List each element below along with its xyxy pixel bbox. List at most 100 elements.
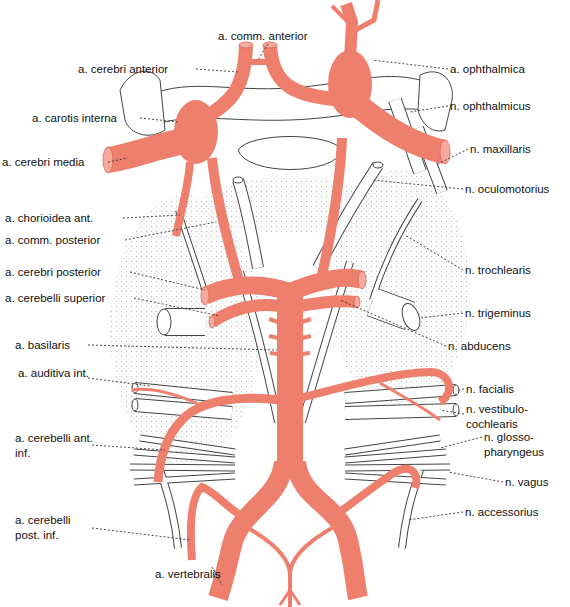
part-label: n. facialis	[466, 382, 566, 397]
part-label: a. vertebralis	[155, 567, 255, 582]
part-label: n. oculomotorius	[465, 182, 570, 197]
nerve-cut-end	[157, 309, 171, 335]
part-label: a. basilaris	[15, 338, 105, 353]
artery-cut-end	[354, 296, 360, 308]
part-label: a. auditiva int.	[18, 366, 90, 381]
nerve	[345, 452, 446, 460]
leader-line	[440, 410, 464, 414]
ophthalmic-branch	[332, 6, 350, 24]
leader-line	[196, 69, 238, 72]
stipple-area	[110, 195, 260, 465]
leader-line	[130, 272, 205, 290]
nerve	[372, 200, 420, 300]
nerve-outline	[345, 452, 446, 460]
part-label: n. trigeminus	[465, 306, 565, 321]
leader-line	[88, 345, 277, 350]
part-label: a. comm. posterior	[5, 233, 130, 248]
nerve-outline	[238, 180, 258, 268]
nerve	[345, 410, 456, 413]
part-label: a. chorioidea ant.	[5, 211, 130, 226]
temporal-cut	[120, 71, 165, 135]
leader-line	[123, 215, 180, 218]
spinal-artery	[280, 590, 300, 605]
nerve-cut-end	[233, 177, 243, 183]
nerve-outline	[134, 476, 235, 482]
part-label: n. vagus	[505, 475, 567, 490]
nerve	[345, 438, 440, 452]
nerve-outline	[140, 438, 235, 452]
leader-line	[410, 106, 448, 112]
nerve-cut-end	[453, 404, 459, 416]
basilar-artery	[277, 285, 303, 472]
leader-line	[140, 118, 178, 122]
nerve	[345, 476, 446, 482]
nerve	[140, 438, 235, 452]
superior-cerebellar-artery	[295, 301, 357, 307]
labyrinthine-artery	[132, 389, 200, 405]
part-label: a. cerebri anterior	[78, 62, 208, 77]
nerve-outline	[345, 476, 446, 482]
ophthalmic-branch	[352, 0, 378, 32]
anterior-inferior-cerebellar-artery	[300, 372, 449, 402]
part-label: a. carotis interna	[32, 111, 152, 126]
leader-line	[108, 158, 128, 162]
part-label: a. cerebelli superior	[5, 291, 140, 306]
posterior-cerebral-artery	[205, 286, 290, 296]
nerve-outline	[372, 200, 420, 300]
posterior-inferior-cerebellar-artery	[191, 487, 240, 560]
leader-line	[440, 437, 482, 448]
middle-cerebral-artery	[352, 100, 445, 152]
artery-cut-ends	[103, 42, 450, 328]
artery-cut-end	[209, 316, 215, 328]
artery-cut-end	[263, 42, 277, 48]
part-label: n. glosso- pharyngeus	[484, 430, 564, 460]
leader-line	[372, 180, 463, 189]
leader-line	[436, 149, 468, 165]
internal-carotid-artery	[328, 50, 372, 118]
nerve-cut-end	[373, 162, 383, 168]
part-label: a. cerebelli ant. inf.	[15, 431, 95, 461]
nerve	[160, 470, 178, 548]
nerve	[130, 467, 235, 468]
nerve	[134, 452, 235, 460]
artery-cut-end	[103, 147, 113, 173]
part-label: n. ophthalmicus	[450, 99, 568, 114]
nerve-outline	[345, 410, 456, 413]
leader-line	[405, 235, 463, 270]
temporal-cut	[418, 72, 452, 131]
part-label: a. comm. anterior	[218, 29, 328, 44]
posterior-communicating-artery	[212, 158, 240, 284]
part-label: n. abducens	[448, 339, 558, 354]
nerve-outline	[130, 467, 235, 468]
part-label: n. vestibulo- cochlearis	[466, 402, 552, 432]
part-label: n. trochlearis	[465, 263, 565, 278]
leader-line	[92, 445, 165, 450]
arteries	[108, 0, 449, 607]
posterior-communicating-artery	[320, 138, 342, 284]
nerve-cut-end	[453, 385, 459, 395]
artery-cut-end	[358, 271, 366, 289]
part-label: a. cerebelli post. inf.	[15, 513, 95, 543]
leader-line	[448, 472, 503, 482]
nerve	[134, 476, 235, 482]
leader-line	[88, 378, 150, 386]
nerve-cut-end	[399, 301, 424, 333]
part-label: a. cerebri media	[2, 155, 112, 170]
nerve-outline	[345, 438, 440, 452]
anterior-choroidal-artery	[176, 162, 190, 236]
artery-cut-end	[239, 42, 253, 48]
part-label: a. cerebri posterior	[5, 265, 135, 280]
nerve-outline	[134, 452, 235, 460]
pontine-branch	[269, 319, 311, 354]
spinal-artery	[248, 528, 290, 607]
leader-line	[134, 298, 220, 316]
posterior-inferior-cerebellar-artery	[340, 469, 416, 512]
leader-line	[258, 44, 268, 60]
leader-line	[408, 512, 463, 520]
leader-line	[340, 300, 446, 346]
leader-line	[456, 389, 464, 391]
leader-line	[372, 60, 448, 69]
anterior-communicating-artery	[246, 59, 270, 65]
nerve	[238, 180, 258, 268]
